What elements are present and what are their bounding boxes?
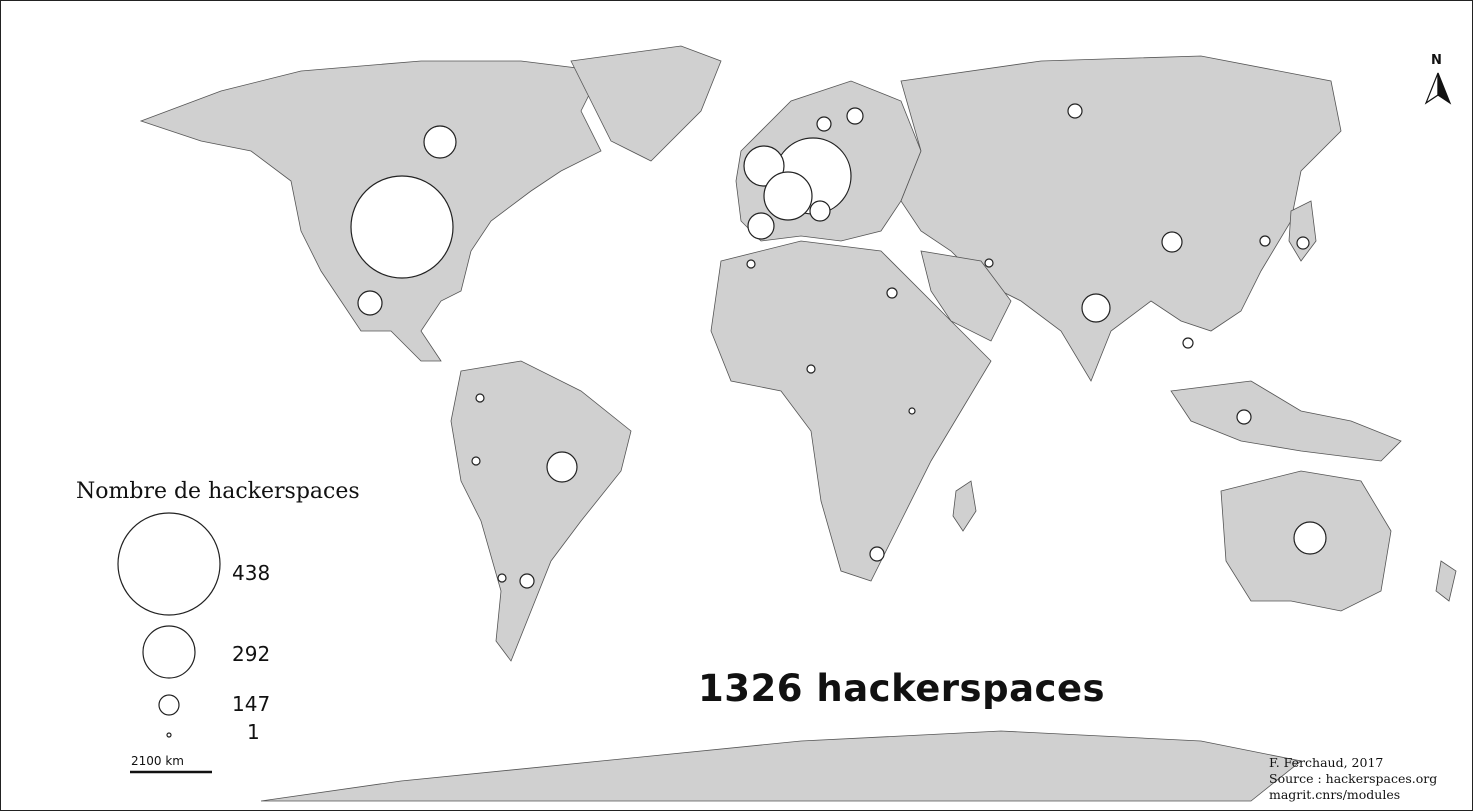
legend-value-292: 292 <box>232 642 271 666</box>
symbol-egypt <box>886 287 898 299</box>
japan-landmass <box>1288 200 1317 262</box>
total-hackerspaces-label: 1326 hackerspaces <box>698 667 1106 710</box>
symbol-nigeria <box>806 364 816 374</box>
asia-landmass <box>900 55 1342 382</box>
south-america-landmass <box>450 360 632 662</box>
new-zealand-landmass <box>1435 560 1457 602</box>
north-arrow-icon <box>1424 72 1452 105</box>
symbol-argentina <box>519 573 535 589</box>
credits-author: F. Ferchaud, 2017 <box>1269 755 1384 770</box>
legend-circle-438 <box>117 512 221 616</box>
legend-title: Nombre de hackerspaces <box>76 479 360 504</box>
symbol-canada <box>423 125 457 159</box>
greenland-landmass <box>570 45 722 162</box>
madagascar-landmass <box>952 480 977 532</box>
symbol-morocco <box>746 259 756 269</box>
legend-value-147: 147 <box>232 692 271 716</box>
symbol-france <box>763 171 813 221</box>
credits-tool: magrit.cnrs/modules <box>1269 787 1401 802</box>
legend-symbols <box>117 512 221 738</box>
legend-value-438: 438 <box>232 561 271 585</box>
symbol-brazil <box>546 451 578 483</box>
symbol-mexico <box>357 290 383 316</box>
antarctica-landmass <box>260 730 1302 802</box>
symbol-china <box>1161 231 1183 253</box>
symbol-chile <box>497 573 507 583</box>
legend-value-1: 1 <box>247 720 260 744</box>
legend-circle-1 <box>166 732 172 738</box>
symbol-south-africa <box>869 546 885 562</box>
southeast-asia-islands <box>1170 380 1402 462</box>
map-credits: F. Ferchaud, 2017 Source : hackerspaces.… <box>1269 755 1437 803</box>
symbol-sweden <box>846 107 864 125</box>
symbol-japan <box>1296 236 1310 250</box>
legend-circle-147 <box>158 694 180 716</box>
symbol-finland <box>816 116 832 132</box>
symbol-korea <box>1259 235 1271 247</box>
symbol-indonesia <box>1236 409 1252 425</box>
symbol-italy <box>809 200 831 222</box>
symbol-peru <box>471 456 481 466</box>
symbol-usa <box>350 175 454 279</box>
credits-source: Source : hackerspaces.org <box>1269 771 1438 786</box>
symbol-thailand <box>1182 337 1194 349</box>
scale-bar-label: 2100 km <box>131 754 184 768</box>
north-label: N <box>1431 53 1442 68</box>
symbol-colombia <box>475 393 485 403</box>
symbol-iran <box>984 258 994 268</box>
symbol-russia <box>1067 103 1083 119</box>
legend-circle-292 <box>142 625 196 679</box>
symbol-australia <box>1293 521 1327 555</box>
symbol-kenya <box>908 407 916 415</box>
proportional-symbols <box>350 103 1327 589</box>
arabia-landmass <box>920 250 1012 342</box>
symbol-india <box>1081 293 1111 323</box>
africa-landmass <box>710 240 992 582</box>
symbol-spain <box>747 212 775 240</box>
